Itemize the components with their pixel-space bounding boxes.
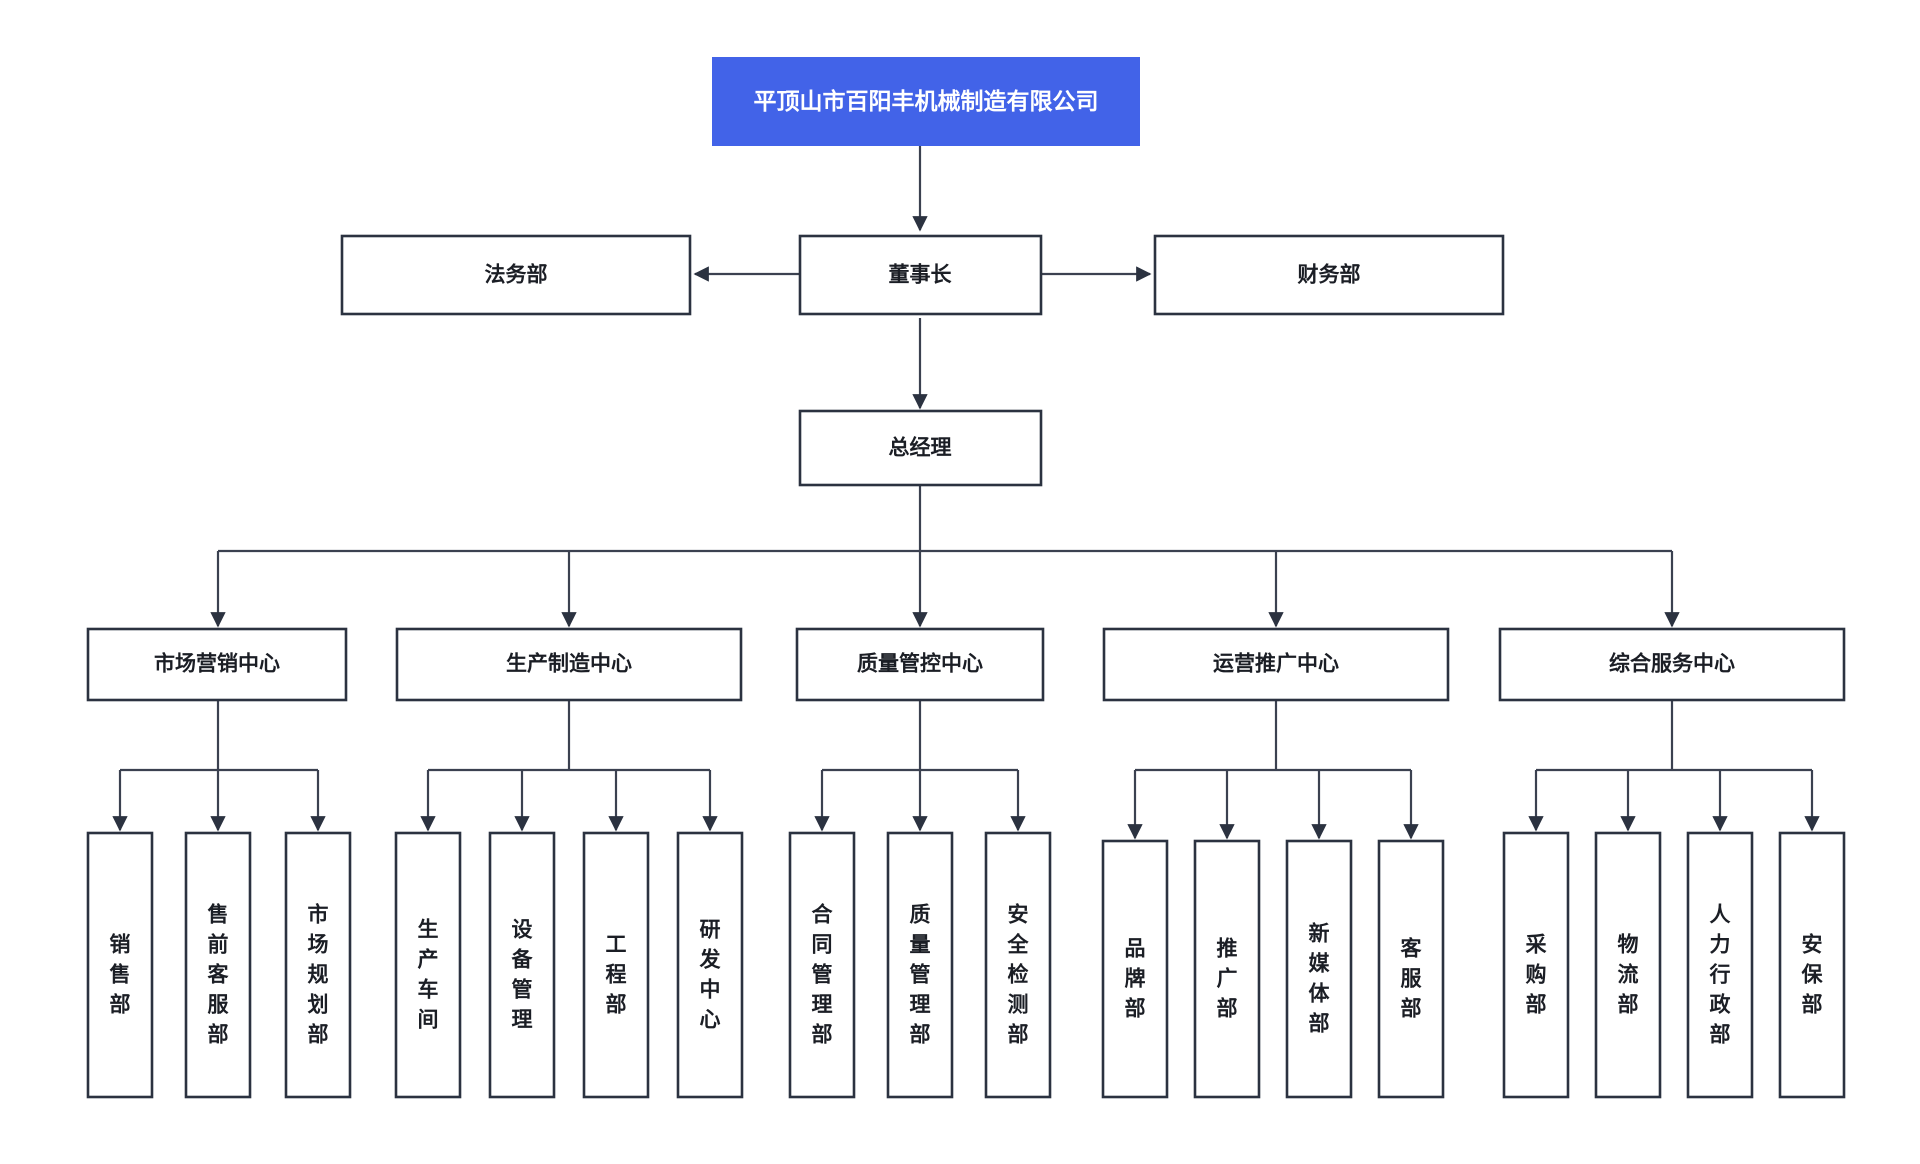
node-dept-g5-d3[interactable]: 人力行政部 xyxy=(1686,831,1754,1099)
node-dept-g1-d3[interactable]: 市场规划部 xyxy=(284,831,352,1099)
node-label-center-4: 运营推广中心 xyxy=(1213,652,1339,676)
node-label-general-manager: 总经理 xyxy=(889,436,952,460)
node-label-dept-g1-d3: 市场规划部 xyxy=(308,903,329,1047)
node-label-dept-g5-d2: 物流部 xyxy=(1618,933,1639,1017)
node-dept-g4-d3[interactable]: 新媒体部 xyxy=(1285,839,1353,1099)
node-dept-g3-d3[interactable]: 安全检测部 xyxy=(984,831,1052,1099)
node-label-dept-g1-d2: 售前客服部 xyxy=(208,903,230,1047)
node-dept-g3-d1[interactable]: 合同管理部 xyxy=(788,831,856,1099)
node-label-dept-g3-d2: 质量管理部 xyxy=(910,904,931,1047)
node-label-center-2: 生产制造中心 xyxy=(506,652,632,676)
node-general-manager[interactable]: 总经理 xyxy=(798,409,1043,487)
node-chairman[interactable]: 董事长 xyxy=(798,234,1043,316)
node-label-center-3: 质量管控中心 xyxy=(857,652,983,676)
node-label-company-root: 平顶山市百阳丰机械制造有限公司 xyxy=(754,88,1099,114)
node-dept-g1-d2[interactable]: 售前客服部 xyxy=(184,831,252,1099)
node-center-5[interactable]: 综合服务中心 xyxy=(1498,627,1846,702)
node-label-dept-g4-d1: 品牌部 xyxy=(1125,938,1146,1021)
node-label-dept-g4-d4: 客服部 xyxy=(1401,937,1423,1021)
node-company-root[interactable]: 平顶山市百阳丰机械制造有限公司 xyxy=(712,57,1140,146)
connector-layer xyxy=(112,146,1820,840)
node-dept-g2-d2[interactable]: 设备管理 xyxy=(488,831,556,1099)
node-center-3[interactable]: 质量管控中心 xyxy=(795,627,1045,702)
node-label-chairman: 董事长 xyxy=(889,263,953,287)
node-label-center-5: 综合服务中心 xyxy=(1609,652,1735,676)
node-label-dept-g3-d1: 合同管理部 xyxy=(812,903,834,1047)
node-label-dept-g5-d1: 采购部 xyxy=(1526,934,1547,1017)
node-label-center-1: 市场营销中心 xyxy=(154,652,280,676)
node-label-dept-g2-d3: 工程部 xyxy=(606,934,627,1017)
node-label-dept-g2-d4: 研发中心 xyxy=(699,919,722,1032)
node-label-dept-g5-d4: 安保部 xyxy=(1801,933,1824,1017)
node-dept-g1-d1[interactable]: 销售部 xyxy=(86,831,154,1099)
node-dept-g5-d4[interactable]: 安保部 xyxy=(1778,831,1846,1099)
node-dept-g4-d2[interactable]: 推广部 xyxy=(1193,839,1261,1099)
node-label-dept-g1-d1: 销售部 xyxy=(110,933,131,1017)
node-dept-g2-d1[interactable]: 生产车间 xyxy=(394,831,462,1099)
node-label-dept-g4-d3: 新媒体部 xyxy=(1309,922,1331,1036)
node-dept-g3-d2[interactable]: 质量管理部 xyxy=(886,831,954,1099)
node-dept-g2-d3[interactable]: 工程部 xyxy=(582,831,650,1099)
node-legal-dept[interactable]: 法务部 xyxy=(340,234,692,316)
node-center-1[interactable]: 市场营销中心 xyxy=(86,627,348,702)
node-label-dept-g3-d3: 安全检测部 xyxy=(1007,903,1030,1047)
node-label-dept-g2-d2: 设备管理 xyxy=(511,919,534,1032)
node-center-2[interactable]: 生产制造中心 xyxy=(395,627,743,702)
node-label-legal-dept: 法务部 xyxy=(485,263,548,287)
node-label-finance-dept: 财务部 xyxy=(1298,263,1361,287)
node-label-dept-g4-d2: 推广部 xyxy=(1217,938,1238,1021)
node-label-dept-g2-d1: 生产车间 xyxy=(418,918,439,1032)
node-dept-g2-d4[interactable]: 研发中心 xyxy=(676,831,744,1099)
node-dept-g5-d1[interactable]: 采购部 xyxy=(1502,831,1570,1099)
node-center-4[interactable]: 运营推广中心 xyxy=(1102,627,1450,702)
node-label-dept-g5-d3: 人力行政部 xyxy=(1709,904,1732,1047)
node-dept-g5-d2[interactable]: 物流部 xyxy=(1594,831,1662,1099)
node-dept-g4-d1[interactable]: 品牌部 xyxy=(1101,839,1169,1099)
node-dept-g4-d4[interactable]: 客服部 xyxy=(1377,839,1445,1099)
node-finance-dept[interactable]: 财务部 xyxy=(1153,234,1505,316)
